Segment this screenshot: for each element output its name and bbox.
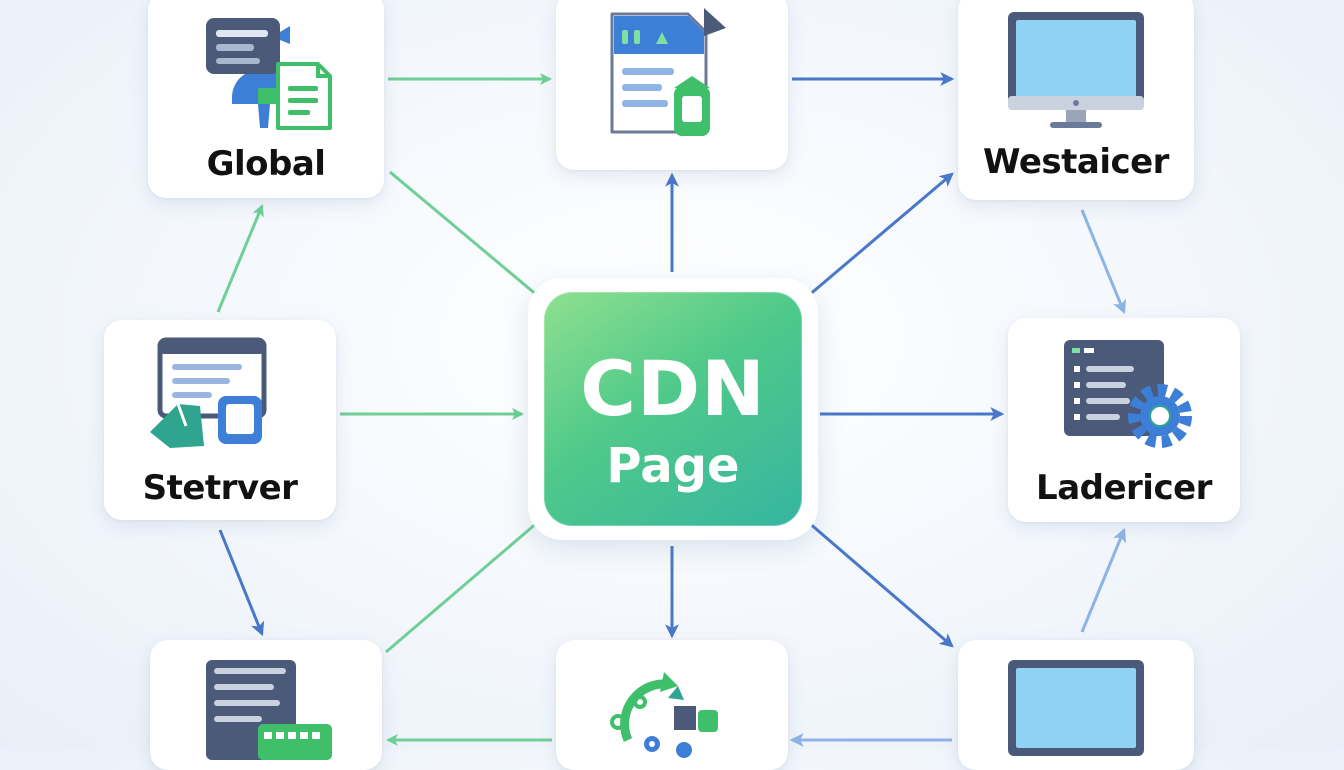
node-global: Global	[148, 0, 384, 198]
node-label-stetrver: Stetrver	[142, 468, 298, 508]
cdn-page-tile: CDN Page	[544, 292, 802, 526]
document-box-icon	[610, 8, 726, 136]
node-westaicer: Westaicer	[958, 0, 1194, 200]
monitor-icon	[1008, 12, 1144, 128]
center-title: CDN	[580, 344, 766, 433]
node-bottom-left	[150, 640, 382, 770]
node-bottom-center	[556, 640, 788, 770]
node-bottom-right	[958, 640, 1194, 770]
gear-icon	[1128, 384, 1192, 448]
node-cdn-page: CDN Page	[528, 278, 818, 540]
line-global-to-center	[389, 170, 539, 298]
node-stetrver: Stetrver	[104, 320, 336, 520]
arrow-stetrver-to-global	[216, 204, 264, 313]
monitor-icon	[1008, 660, 1144, 756]
connector-layer	[216, 72, 1127, 747]
center-subtitle: Page	[606, 438, 740, 494]
browser-window-icon	[150, 337, 267, 448]
arrow-center-to-westaicer	[807, 172, 954, 298]
arrow-westaicer-to-ladericer	[1080, 209, 1127, 315]
node-label-westaicer: Westaicer	[983, 142, 1169, 182]
node-top-center	[556, 0, 788, 170]
arrow-bottom-right-to-ladericer	[1080, 527, 1127, 633]
node-ladericer: Ladericer	[1008, 318, 1240, 522]
server-document-icon	[206, 18, 332, 130]
node-label-ladericer: Ladericer	[1036, 468, 1212, 508]
settings-window-icon	[1064, 340, 1192, 448]
cdn-diagram: Global Westaicer	[104, 0, 1240, 760]
server-grid-icon	[206, 660, 332, 760]
arrow-stetrver-to-bottom-left	[218, 529, 265, 637]
arrow-center-to-bottom-right	[807, 520, 954, 648]
node-label-global: Global	[206, 144, 326, 184]
line-center-to-bottom-left	[385, 520, 539, 654]
sync-network-icon	[610, 672, 718, 758]
